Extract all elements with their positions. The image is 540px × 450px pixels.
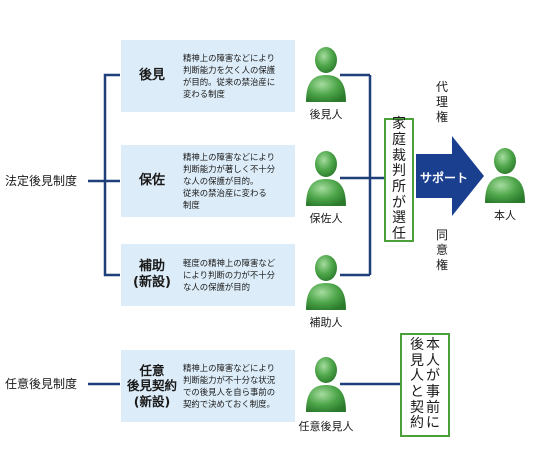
box-description: 精神上の障害などにより 判断能力が著しく不十分 な人の保護が目的。 従来の禁治産… — [183, 151, 276, 211]
assistant-person-icon — [303, 252, 349, 312]
curator-person-icon — [303, 148, 349, 208]
box-title: 任意 後見契約 (新設) — [126, 362, 177, 409]
family-court-box: 家庭裁判所が選任 — [384, 116, 414, 243]
support-arrow-icon — [416, 136, 484, 216]
contract-line-1: 本人が事前に — [426, 336, 440, 432]
support-label: サポート — [420, 171, 469, 185]
box-title: 補助 (新設) — [133, 258, 171, 290]
principal-label: 本人 — [494, 209, 516, 222]
box-title: 保佐 — [138, 172, 165, 188]
assistant-label: 補助人 — [309, 316, 343, 329]
legal-guardianship-label: 法定後見制度 — [5, 174, 78, 188]
box-description: 軽度の精神上の障害など により判断の力が不十分 な人の保護が目的 — [183, 257, 276, 293]
contract-box: 本人が事前に 後見人と契約 — [400, 333, 450, 437]
principal-person-icon — [482, 145, 528, 205]
box-description: 精神上の障害などにより 判断能力が不十分な状況 での後見人を自ら事前の 契約で決… — [183, 362, 276, 410]
box-assistance: 補助 (新設) 軽度の精神上の障害など により判断の力が不十分 な人の保護が目的 — [121, 244, 295, 306]
box-curatorship: 保佐 精神上の障害などにより 判断能力が著しく不十分 な人の保護が目的。 従来の… — [121, 145, 295, 217]
consent-right-label: 同意権 — [436, 228, 449, 272]
voluntary-guardianship-label: 任意後見制度 — [5, 377, 78, 391]
box-guardianship: 後見 精神上の障害などにより 判断能力を欠く人の保護 が目的。従来の禁治産に 変… — [121, 40, 295, 112]
box-voluntary-contract: 任意 後見契約 (新設) 精神上の障害などにより 判断能力が不十分な状況 での後… — [121, 350, 295, 422]
box-title: 後見 — [138, 67, 165, 83]
agency-right-label: 代理権 — [436, 80, 449, 124]
voluntary-guardian-person-icon — [303, 354, 349, 414]
box-description: 精神上の障害などにより 判断能力を欠く人の保護 が目的。従来の禁治産に 変わる制… — [183, 52, 276, 100]
curator-label: 保佐人 — [309, 212, 343, 225]
family-court-text: 家庭裁判所が選任 — [392, 116, 406, 243]
contract-line-2: 後見人と契約 — [410, 336, 424, 432]
voluntary-guardian-label: 任意後見人 — [298, 420, 354, 433]
guardian-person-icon — [303, 44, 349, 104]
guardian-label: 後見人 — [309, 108, 343, 121]
